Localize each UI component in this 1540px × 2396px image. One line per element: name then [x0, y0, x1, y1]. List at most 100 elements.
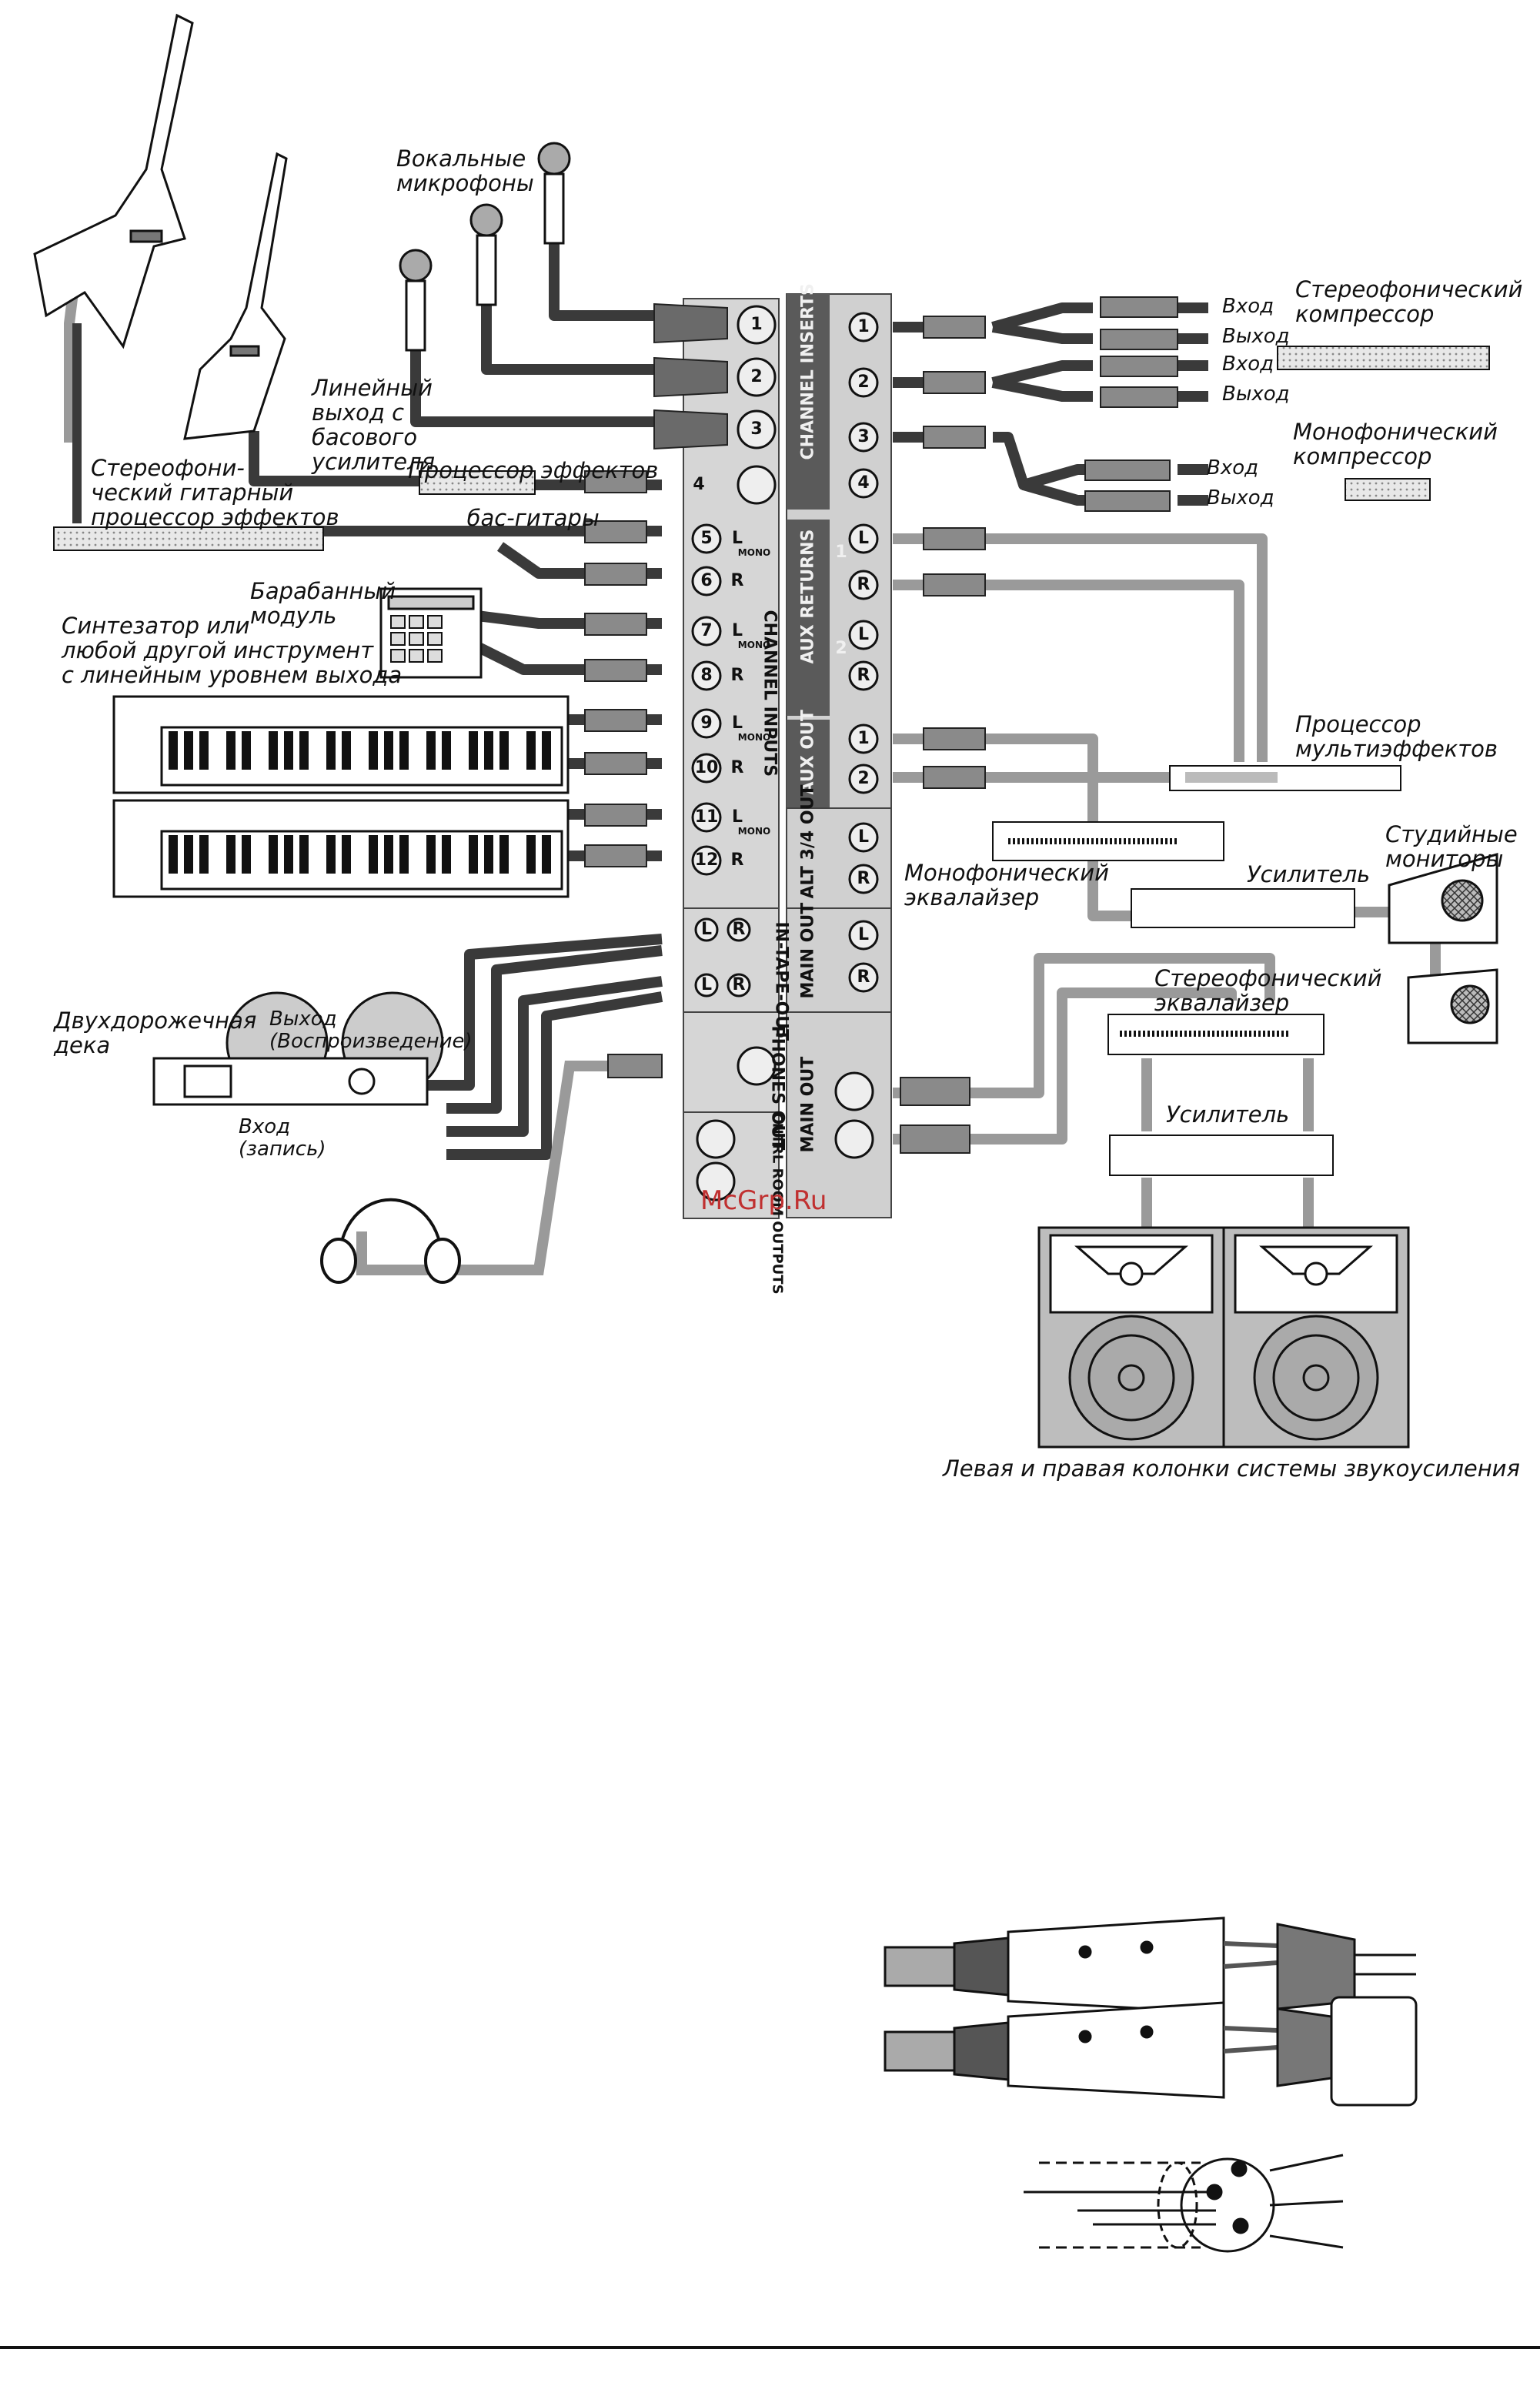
xlr-plugs	[653, 302, 728, 450]
mono-equalizer	[992, 821, 1224, 861]
input-number: 8	[700, 666, 713, 685]
stereo-compressor-text: Стереофонический компрессор	[1295, 276, 1523, 327]
main-l: L	[857, 925, 870, 944]
bass-fx-unit	[419, 470, 536, 495]
synth-text: Синтезатор или любой другой инструмент с…	[62, 613, 403, 688]
tape-r: R	[732, 975, 746, 994]
watermark: McGrp.Ru	[700, 1185, 827, 1216]
mono-compressor-text: Монофонический компрессор	[1293, 419, 1498, 470]
stereo-equalizer	[1107, 1014, 1325, 1055]
drum-module-text: Барабанный модуль	[250, 578, 396, 629]
input-lr-letter: R	[730, 758, 744, 777]
insert-number: 4	[857, 473, 870, 493]
input-number: 10	[694, 758, 719, 777]
guitar-fx-text: Стереофони- ческий гитарный процессор эф…	[91, 455, 339, 530]
insert-number: 3	[857, 427, 870, 446]
xlr-pinout-schematic	[1024, 2154, 1344, 2253]
stereo-compressor-label: Стереофонический компрессор	[1295, 277, 1522, 326]
aux-out-number: 1	[857, 729, 870, 748]
bass-fx-label: Процессор эффектов бас-гитары	[408, 446, 658, 542]
input-lr-letter: L	[731, 529, 743, 548]
insert-number: 1	[857, 317, 870, 336]
pa-speakers-label: Левая и правая колонки системы звукоусил…	[943, 1455, 1520, 1482]
mono-compressor	[1345, 478, 1431, 501]
guitar-fx-label: Стереофони- ческий гитарный процессор эф…	[91, 456, 339, 530]
insert-out-label: Выход	[1222, 383, 1290, 406]
phones-out-label: PHONES OUT	[767, 1025, 787, 1151]
output-jacks	[834, 312, 879, 1159]
stereo-compressor	[1277, 346, 1490, 370]
insert-out-label: Выход	[1222, 325, 1290, 348]
aux-out-number: 2	[857, 769, 870, 788]
headphones	[320, 1198, 461, 1284]
vocal-microphones	[399, 142, 571, 352]
insert-in-label: Вход	[1207, 456, 1259, 480]
return-l: L	[857, 625, 870, 644]
input-number: 2	[750, 367, 763, 386]
mono-compressor-label: Монофонический компрессор	[1293, 419, 1498, 469]
synth-label: Синтезатор или любой другой инструмент с…	[62, 613, 402, 687]
return-l: L	[857, 529, 870, 548]
multi-fx-text: Процессор мультиэффектов	[1295, 711, 1498, 762]
input-number: 9	[700, 713, 713, 733]
return-r: R	[857, 666, 870, 685]
keyboard-2	[112, 799, 570, 898]
electric-guitar-1	[33, 13, 194, 349]
input-number: 12	[694, 850, 719, 870]
return-index: 2	[835, 639, 847, 658]
keyboard-1	[112, 695, 570, 794]
mono-tag: MONO	[737, 547, 771, 558]
studio-monitors-label: Студийные мониторы	[1385, 822, 1518, 871]
tape-in-label: Вход (запись)	[239, 1116, 326, 1161]
insert-in-label: Вход	[1222, 353, 1274, 376]
tape-out-text: Выход (Воспроизведение)	[269, 1008, 473, 1053]
multi-fx-label: Процессор мультиэффектов	[1295, 712, 1498, 761]
tape-r: R	[732, 920, 746, 939]
main-out-label-1: MAIN OUT	[798, 902, 818, 999]
cable-plugs	[584, 296, 1178, 1154]
stereo-eq-label: Стереофонический эквалайзер	[1154, 966, 1381, 1015]
vocal-mics-label: Вокальные микрофоны	[396, 146, 534, 195]
mono-eq-text: Монофонический эквалайзер	[904, 860, 1109, 911]
insert-number: 2	[857, 373, 870, 392]
input-lr-letter: L	[731, 621, 743, 640]
amp2-label: Усилитель	[1166, 1101, 1290, 1128]
input-lr-letter: L	[731, 807, 743, 827]
insert-in-label: Вход	[1222, 295, 1274, 318]
pa-speakers	[1037, 1226, 1410, 1449]
alt-out-label: ALT 3/4 OUT	[798, 784, 818, 899]
line-out-bass-label: Линейный выход с басового усилителя	[312, 376, 435, 474]
input-number: 7	[700, 621, 713, 640]
tape-l: L	[700, 920, 713, 939]
tape-in-text: Вход (запись)	[239, 1115, 326, 1161]
input-number: 3	[750, 419, 763, 439]
drum-module-label: Барабанный модуль	[250, 579, 396, 628]
input-lr-letter: L	[731, 713, 743, 733]
stereo-eq-text: Стереофонический эквалайзер	[1154, 965, 1382, 1016]
amplifier-1	[1131, 888, 1355, 928]
input-number: 6	[700, 571, 713, 590]
line-out-bass-text: Линейный выход с басового усилителя	[312, 375, 436, 475]
mono-eq-label: Монофонический эквалайзер	[904, 860, 1109, 910]
xlr-input-jacks	[696, 305, 777, 1201]
main-r: R	[857, 967, 870, 987]
input-lr-letter: R	[730, 571, 744, 590]
return-r: R	[857, 575, 870, 594]
mono-tag: MONO	[737, 826, 771, 837]
tape-deck	[152, 991, 444, 1106]
tape-label: IN-TAPE-OUT	[771, 921, 791, 1041]
drum-module	[379, 587, 483, 679]
input-number: 11	[694, 807, 719, 827]
channel-inputs-label: CHANNEL INPUTS	[760, 610, 780, 777]
input-lr-letter: R	[730, 850, 744, 870]
mixer-insert-panel	[683, 293, 892, 1218]
studio-monitors-text: Студийные мониторы	[1385, 821, 1518, 872]
vocal-mics-text: Вокальные микрофоны	[396, 145, 534, 196]
mono-tag: MONO	[737, 640, 771, 650]
amplifier-2	[1109, 1135, 1334, 1176]
aux-returns-label: AUX RETURNS	[798, 529, 818, 664]
tape-out-label: Выход (Воспроизведение)	[269, 1008, 473, 1053]
studio-monitors	[1388, 853, 1498, 1044]
multi-fx-processor	[1169, 765, 1401, 791]
